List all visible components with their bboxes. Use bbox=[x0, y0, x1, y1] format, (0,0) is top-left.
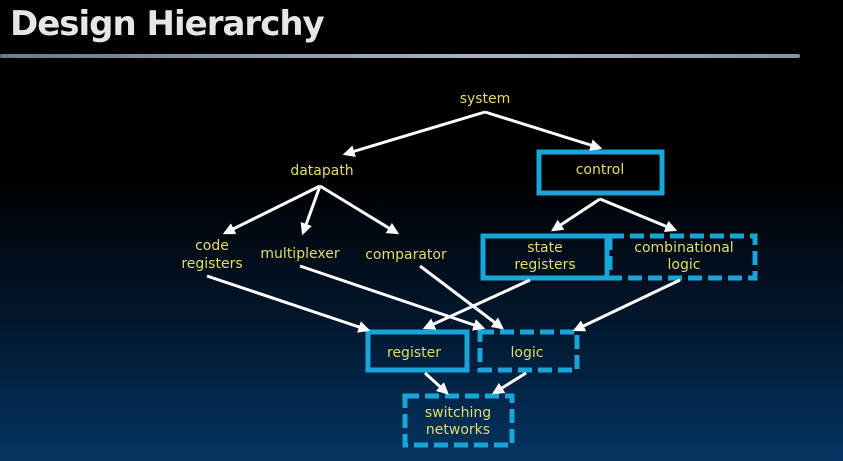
arrow-register-switching-networks bbox=[423, 371, 449, 395]
arrow-comparator-logic bbox=[419, 264, 504, 330]
arrow-combinational-logic-logic bbox=[572, 278, 681, 332]
arrow-datapath-multiplexer bbox=[300, 185, 322, 236]
arrow-datapath-code-registers bbox=[222, 184, 321, 235]
arrow-multiplexer-logic bbox=[299, 264, 486, 331]
node-switching-networks-line2: networks bbox=[426, 422, 490, 438]
arrows bbox=[206, 110, 681, 395]
combinational-logic-box bbox=[607, 233, 758, 281]
labels: system datapath control code registers m… bbox=[181, 91, 733, 438]
arrow-state-registers-register bbox=[422, 278, 531, 330]
node-logic: logic bbox=[511, 345, 544, 361]
arrow-system-control bbox=[484, 110, 603, 151]
title-rule bbox=[0, 54, 800, 58]
node-combinational-logic-line2: logic bbox=[668, 257, 701, 273]
control-box bbox=[536, 149, 665, 196]
slide-title: Design Hierarchy bbox=[10, 4, 325, 44]
state-registers-box bbox=[480, 233, 610, 281]
arrow-datapath-comparator bbox=[319, 184, 400, 235]
arrow-control-state-registers bbox=[550, 197, 601, 232]
node-code-registers-line1: code bbox=[195, 238, 229, 254]
node-register: register bbox=[387, 345, 441, 361]
node-multiplexer: multiplexer bbox=[260, 246, 339, 262]
node-system: system bbox=[460, 91, 511, 107]
arrow-system-datapath bbox=[342, 110, 486, 157]
switching-networks-box bbox=[402, 393, 515, 448]
arrow-control-combinational-logic bbox=[599, 197, 678, 232]
boxes bbox=[365, 149, 758, 448]
node-code-registers-line2: registers bbox=[181, 256, 242, 272]
node-comparator: comparator bbox=[365, 247, 447, 263]
node-combinational-logic-line1: combinational bbox=[634, 240, 733, 256]
node-switching-networks-line1: switching bbox=[425, 405, 491, 421]
register-box bbox=[365, 329, 470, 373]
arrow-code-registers-register bbox=[206, 274, 371, 333]
arrow-logic-switching-networks bbox=[491, 371, 527, 395]
node-state-registers-line2: registers bbox=[514, 257, 575, 273]
node-datapath: datapath bbox=[290, 163, 353, 179]
logic-box bbox=[477, 329, 580, 373]
node-state-registers-line1: state bbox=[527, 240, 562, 256]
node-control: control bbox=[576, 162, 625, 178]
